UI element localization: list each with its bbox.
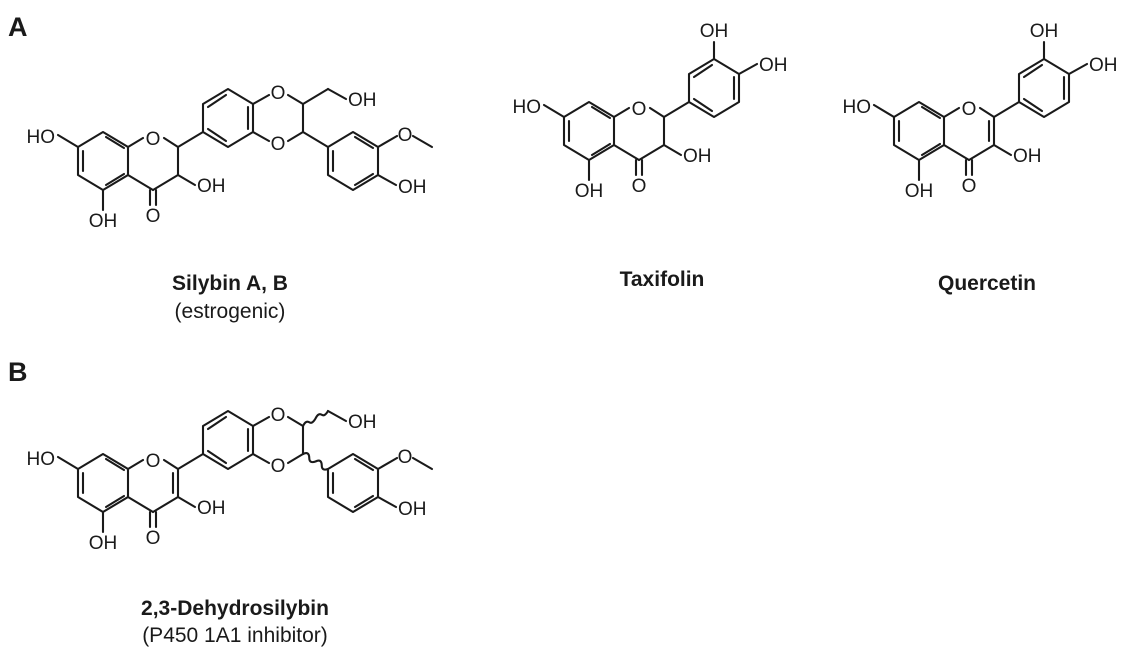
taxifolin-name: Taxifolin [620,268,705,291]
silybin-3-hydroxyl: OH [197,176,226,197]
taxifolin-structure: O HO OH O OH OH OH [513,21,788,202]
dehydrosilybin-7-hydroxyl: HO [27,449,56,470]
quercetin-carbonyl-oxygen: O [962,176,977,197]
dehydrosilybin-name: 2,3-Dehydrosilybin [141,597,329,620]
dehydrosilybin-3-hydroxyl: OH [197,498,226,519]
dehydrosilybin-bonds [56,409,434,534]
quercetin-name: Quercetin [938,272,1036,295]
silybin-hydroxymethyl: OH [348,90,377,111]
taxifolin-4prime-hydroxyl: OH [759,55,788,76]
taxifolin-7-hydroxyl: HO [513,97,542,118]
quercetin-structure: O HO OH O OH OH OH [843,21,1118,202]
taxifolin-ring-oxygen: O [632,99,647,120]
dehydrosilybin-ring-oxygen: O [146,451,161,472]
panel-label-a: A [8,12,28,42]
taxifolin-carbonyl-oxygen: O [632,176,647,197]
dehydrosilybin-dioxane-oxygen-bottom: O [271,456,286,477]
quercetin-3prime-hydroxyl: OH [1030,21,1059,42]
dehydrosilybin-methoxy-oxygen: O [398,447,413,468]
quercetin-bonds [872,40,1089,182]
dehydrosilybin-structure: O HO OH O OH O O OH O OH [27,405,434,554]
quercetin-ring-oxygen: O [962,99,977,120]
panel-label-b: B [8,357,28,387]
silybin-methoxy-oxygen: O [398,125,413,146]
taxifolin-bonds [542,40,759,182]
dehydrosilybin-hydroxymethyl: OH [348,412,377,433]
quercetin-7-hydroxyl: HO [843,97,872,118]
taxifolin-3-hydroxyl: OH [683,146,712,167]
silybin-bonds [56,87,434,212]
silybin-ring-oxygen: O [146,129,161,150]
silybin-name: Silybin A, B [172,272,288,295]
quercetin-5-hydroxyl: OH [905,181,934,202]
silybin-carbonyl-oxygen: O [146,206,161,227]
silybin-dioxane-oxygen-bottom: O [271,134,286,155]
silybin-dioxane-oxygen-top: O [271,83,286,104]
quercetin-4prime-hydroxyl: OH [1089,55,1118,76]
silybin-activity: (estrogenic) [175,300,286,323]
taxifolin-5-hydroxyl: OH [575,181,604,202]
taxifolin-3prime-hydroxyl: OH [700,21,729,42]
silybin-structure: O HO OH O OH O O OH O OH [27,83,434,232]
dehydrosilybin-carbonyl-oxygen: O [146,528,161,549]
quercetin-3-hydroxyl: OH [1013,146,1042,167]
dehydrosilybin-activity: (P450 1A1 inhibitor) [142,624,328,647]
silybin-5-hydroxyl: OH [89,211,118,232]
silybin-7-hydroxyl: HO [27,127,56,148]
dehydrosilybin-dioxane-oxygen-top: O [271,405,286,426]
dehydrosilybin-phenol-hydroxyl: OH [398,499,427,520]
silybin-phenol-hydroxyl: OH [398,177,427,198]
dehydrosilybin-5-hydroxyl: OH [89,533,118,554]
